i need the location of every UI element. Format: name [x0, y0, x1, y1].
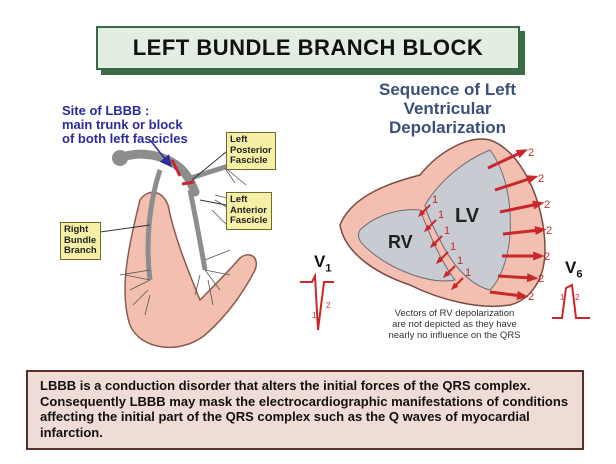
free-wall-vector-arrow — [499, 202, 539, 214]
free-wall-vector-arrow — [494, 176, 533, 192]
title-banner: LEFT BUNDLE BRANCH BLOCK — [96, 26, 520, 70]
his-bundle — [115, 149, 200, 197]
vector-note-line: Vectors of RV depolarization — [394, 308, 515, 319]
av-node — [112, 150, 128, 166]
free-wall-vector-number: 2 — [528, 291, 534, 303]
heart-septum-shape — [124, 191, 257, 349]
septal-vector-number: 1 — [450, 241, 456, 253]
free-wall-vector-number: 2 — [528, 147, 534, 159]
callout-line: Anterior — [230, 204, 267, 216]
callout-line: Right — [64, 224, 89, 235]
free-wall-vector-number: 2 — [538, 173, 544, 185]
septal-vector-arrow-head — [429, 240, 438, 249]
free-wall-vector-arrow-head — [533, 251, 545, 261]
sequence-title: Sequence of Left Ventricular Depolarizat… — [340, 80, 555, 137]
site-of-lbbb-label: Site of LBBB : main trunk or block of bo… — [62, 104, 188, 146]
rv-label: RV — [388, 232, 413, 252]
free-wall-vector-arrow-head — [534, 226, 547, 235]
septal-vector-number: 1 — [444, 225, 450, 237]
septal-vector-number: 1 — [432, 194, 438, 206]
free-wall-vector-arrow-head — [532, 200, 545, 210]
septal-vector-number: 1 — [465, 267, 471, 279]
v6-vector-number-2: 2 — [575, 293, 580, 302]
vector-note-line: nearly no influence on the QRS — [388, 330, 521, 341]
septal-vector-arrow-head — [435, 256, 444, 265]
callout-line: Posterior — [230, 144, 272, 156]
septal-vector-arrow-head — [417, 209, 426, 218]
v1-vector-number-1: 1 — [312, 311, 317, 320]
sequence-title-line: Ventricular — [403, 99, 492, 118]
lv-label: LV — [455, 205, 480, 227]
right-bundle-branch — [145, 169, 163, 281]
free-wall-vector-number: 2 — [544, 199, 550, 211]
callout-line: Fascicle — [230, 155, 268, 166]
left-anterior-fascicle — [187, 189, 208, 271]
callout-left-posterior-fascicle: Left Posterior Fascicle — [226, 132, 276, 170]
lead-v6-letter: V — [565, 258, 577, 277]
lead-v1-number: 1 — [325, 262, 332, 275]
callout-line: Left — [230, 134, 248, 145]
site-line: Site of LBBB : — [62, 103, 150, 118]
diagram-title: LEFT BUNDLE BRANCH BLOCK — [132, 35, 484, 60]
v1-ecg-trace — [300, 272, 334, 331]
septal-vector-arrow-head — [450, 282, 459, 291]
left-posterior-fascicle — [184, 162, 233, 183]
septal-vector-number: 1 — [438, 209, 444, 221]
callout-line: Branch — [64, 245, 97, 256]
free-wall-vector-arrow — [487, 150, 523, 170]
septal-vector-arrow-head — [442, 270, 451, 279]
free-wall-vector-arrow — [502, 228, 541, 236]
free-wall-vector-number: 2 — [544, 251, 550, 263]
sequence-title-line: Sequence of Left — [379, 80, 516, 99]
callout-right-bundle-branch: Right Bundle Branch — [60, 222, 101, 260]
free-wall-vector-number: 2 — [546, 225, 552, 237]
explanation-box: LBBB is a conduction disorder that alter… — [26, 370, 584, 450]
explanation-text: LBBB is a conduction disorder that alter… — [40, 378, 569, 440]
lead-v1-letter: V — [314, 252, 326, 271]
callout-left-anterior-fascicle: Left Anterior Fascicle — [226, 192, 272, 230]
site-line: main trunk or block — [62, 117, 183, 132]
free-wall-vector-arrow-head — [515, 149, 528, 159]
free-wall-vector-arrow — [489, 290, 523, 298]
septal-vector-arrow-head — [423, 224, 432, 233]
callout-line: Bundle — [64, 234, 97, 246]
free-wall-vector-arrow-head — [525, 175, 539, 184]
sequence-title-line: Depolarization — [388, 118, 507, 137]
right-ventricle-cavity — [357, 209, 456, 282]
callout-line: Left — [230, 194, 248, 205]
v6-ecg-trace — [552, 283, 590, 319]
free-wall-vector-arrow — [497, 274, 533, 280]
vector-note: Vectors of RV depolarization are not dep… — [372, 308, 537, 341]
v1-vector-number-2: 2 — [326, 301, 331, 310]
lead-v6-label: V6 — [565, 258, 582, 280]
v6-vector-number-1: 1 — [560, 293, 565, 302]
free-wall-vector-arrow-head — [526, 273, 539, 283]
callout-line: Fascicle — [230, 215, 268, 226]
free-wall-vector-number: 2 — [538, 273, 544, 285]
vector-note-line: are not depicted as they have — [392, 319, 517, 330]
site-line: of both left fascicles — [62, 131, 188, 146]
septal-vector-number: 1 — [457, 255, 463, 267]
free-wall-vector-arrow-head — [516, 290, 529, 300]
lead-v1-label: V1 — [314, 252, 331, 274]
lead-v6-number: 6 — [576, 268, 583, 281]
